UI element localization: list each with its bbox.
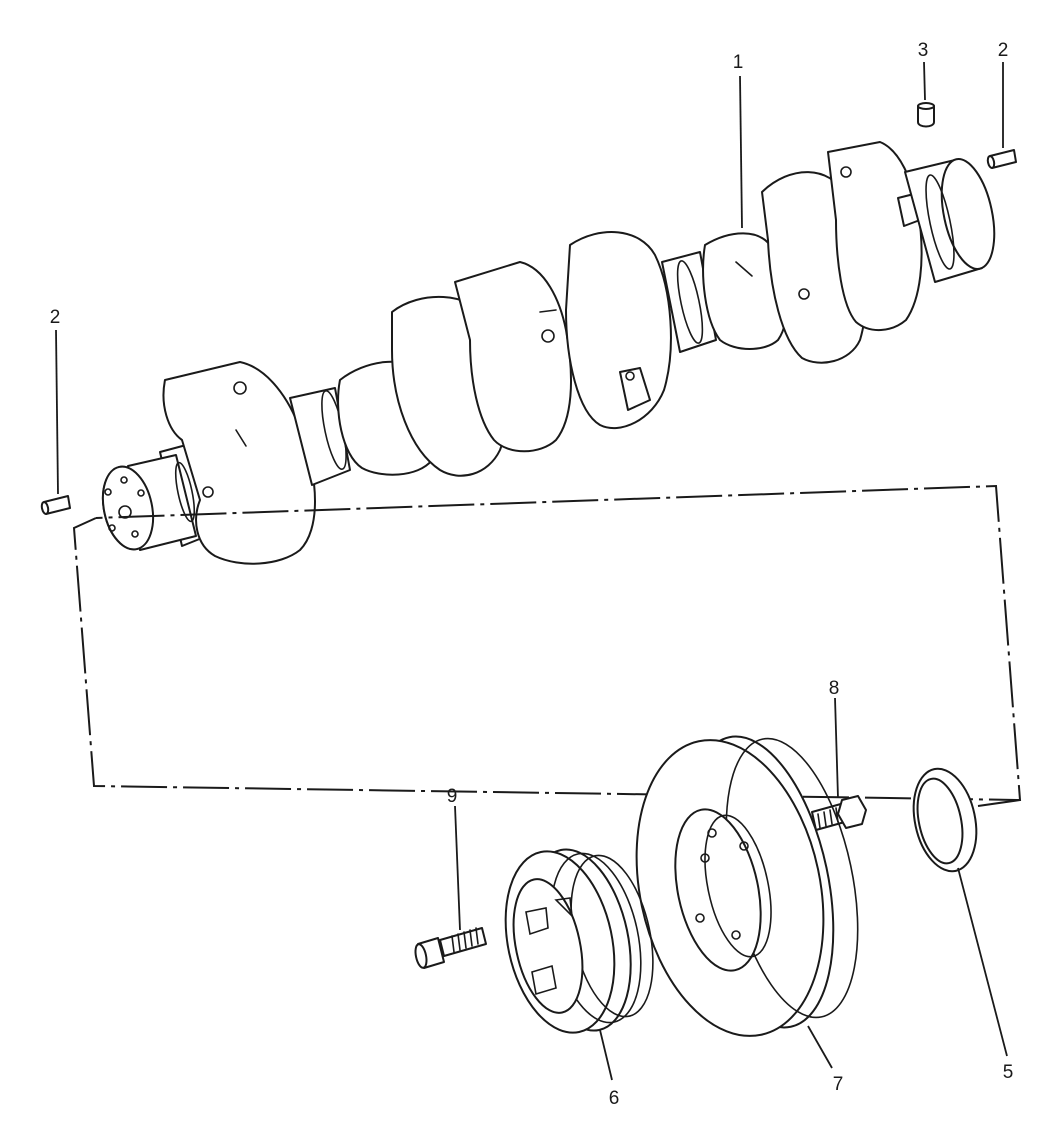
dowel-pin-right <box>986 149 1017 169</box>
leader-6 <box>599 1029 613 1081</box>
crankshaft-rear-journal <box>904 157 996 283</box>
damper-pulley <box>635 735 859 1037</box>
crank-web-6 <box>702 232 789 350</box>
callout-3: 3 <box>918 40 929 61</box>
leader-9 <box>454 805 461 931</box>
crank-web-5 <box>565 231 672 430</box>
assembly-outline <box>72 484 1022 802</box>
dowel-pin-left <box>40 495 71 515</box>
crank-web-4 <box>454 261 573 453</box>
callout-5: 5 <box>1003 1062 1014 1083</box>
leader-5 <box>957 867 1008 1057</box>
callout-2-left: 2 <box>50 307 61 328</box>
leader-2-left <box>55 329 59 495</box>
plug <box>917 102 935 128</box>
crank-pulley <box>504 848 654 1034</box>
oil-seal <box>912 767 978 873</box>
leader-3 <box>923 61 926 101</box>
bolt-9 <box>414 927 487 969</box>
callout-7: 7 <box>833 1074 844 1095</box>
callout-1: 1 <box>733 52 744 73</box>
leader-1 <box>739 75 743 229</box>
callout-2-right: 2 <box>998 40 1009 61</box>
callout-9: 9 <box>447 786 458 807</box>
callout-8: 8 <box>829 678 840 699</box>
leader-7 <box>807 1025 833 1069</box>
crankshaft <box>101 141 996 565</box>
leader-8 <box>834 697 839 799</box>
callout-6: 6 <box>609 1088 620 1109</box>
